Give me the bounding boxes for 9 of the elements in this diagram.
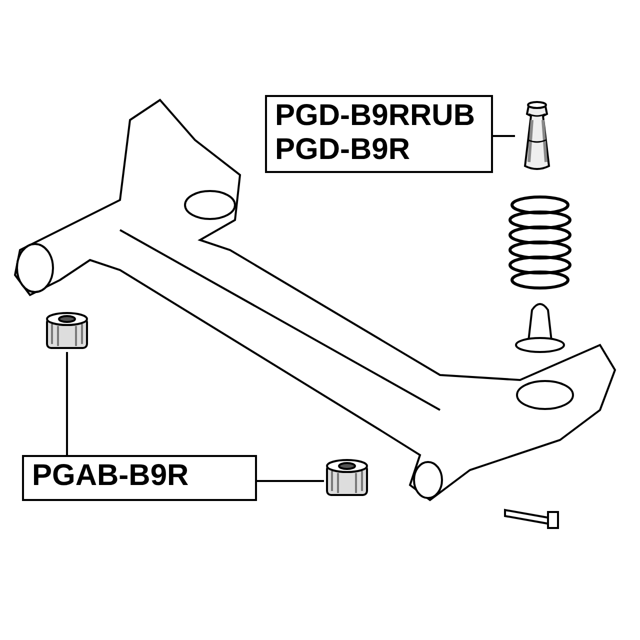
part-number: PGAB-B9R: [32, 459, 190, 493]
bushing-drawing: [44, 310, 90, 352]
part-number-box: [265, 95, 493, 173]
leader-line: [66, 352, 68, 455]
part-number-box: [22, 455, 257, 501]
part-number: PGD-B9R: [275, 133, 412, 167]
leader-line: [493, 135, 515, 137]
leader-line: [257, 480, 324, 482]
part-number: PGD-B9RRUB: [275, 99, 476, 133]
